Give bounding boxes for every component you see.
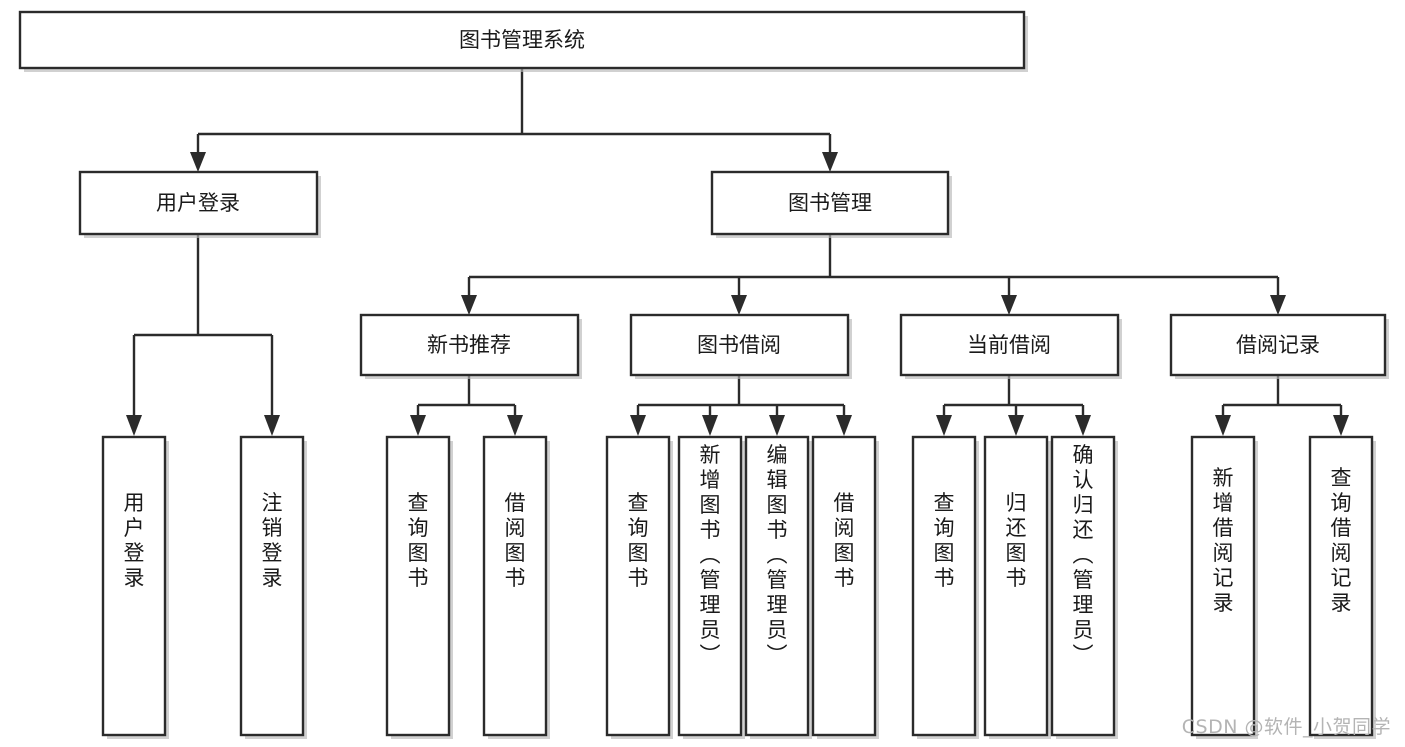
connector-userlogin-to-leaves (126, 234, 280, 436)
connector-root-to-level2 (190, 68, 838, 172)
node-label-borrow-record: 借阅记录 (1236, 333, 1320, 357)
leaf-label: 新增图书︵管理员︶ (700, 443, 721, 667)
leaf-node[interactable]: 查询图书 (605, 435, 673, 739)
connector-newbook-to-leaves (410, 375, 523, 436)
leaf-node[interactable]: 用户登录 (101, 435, 169, 739)
leaf-label: 编辑图书︵管理员︶ (767, 443, 788, 667)
arrow-icon (936, 415, 952, 436)
leaf-node[interactable]: 查询图书 (911, 435, 979, 739)
arrow-icon (836, 415, 852, 436)
arrow-icon (1008, 415, 1024, 436)
node-rect (983, 435, 1049, 737)
connector-borrow-to-leaves (630, 375, 852, 436)
leaf-label: 借阅图书 (834, 491, 855, 590)
arrow-icon (410, 415, 426, 436)
arrow-icon (702, 415, 718, 436)
node-user-login[interactable]: 用户登录 (78, 170, 321, 238)
node-book-management[interactable]: 图书管理 (710, 170, 952, 238)
leaf-label: 借阅图书 (505, 491, 526, 590)
node-root-system[interactable]: 图书管理系统 (18, 10, 1028, 72)
node-label-current-borrow: 当前借阅 (967, 333, 1051, 357)
leaf-node[interactable]: 新增图书︵管理员︶ (677, 435, 745, 739)
node-label-new-book-recommend: 新书推荐 (427, 333, 511, 357)
node-rect (101, 435, 167, 737)
connector-record-to-leaves (1215, 375, 1349, 436)
leaf-label: 注销登录 (262, 491, 283, 590)
arrow-icon (731, 295, 747, 315)
node-rect (710, 170, 950, 236)
connector-layer (126, 68, 1349, 436)
arrow-icon (1270, 295, 1286, 315)
node-rect (605, 435, 671, 737)
arrow-icon (264, 415, 280, 436)
node-current-borrow[interactable]: 当前借阅 (899, 313, 1122, 379)
arrow-icon (822, 152, 838, 172)
leaf-label: 查询图书 (408, 491, 429, 590)
leaf-node[interactable]: 编辑图书︵管理员︶ (744, 435, 812, 739)
arrow-icon (1215, 415, 1231, 436)
leaf-node[interactable]: 注销登录 (239, 435, 307, 739)
leaf-label: 新增借阅记录 (1213, 466, 1234, 615)
leaf-node[interactable]: 新增借阅记录 (1190, 435, 1258, 739)
arrow-icon (1075, 415, 1091, 436)
arrow-icon (461, 295, 477, 315)
node-rect (629, 313, 850, 377)
leaf-node[interactable]: 归还图书 (983, 435, 1051, 739)
leaf-node[interactable]: 借阅图书 (811, 435, 879, 739)
leaf-node[interactable]: 借阅图书 (482, 435, 550, 739)
arrow-icon (630, 415, 646, 436)
leaf-label: 确认归还︵管理员︶ (1073, 443, 1094, 667)
node-rect (899, 313, 1120, 377)
node-new-book-recommend[interactable]: 新书推荐 (359, 313, 582, 379)
leaf-node[interactable]: 查询图书 (385, 435, 453, 739)
node-label-root: 图书管理系统 (459, 28, 585, 52)
leaf-node[interactable]: 查询借阅记录 (1308, 435, 1376, 739)
node-rect (482, 435, 548, 737)
arrow-icon (190, 152, 206, 172)
arrow-icon (769, 415, 785, 436)
leaf-label: 归还图书 (1006, 491, 1027, 590)
arrow-icon (507, 415, 523, 436)
node-rect (811, 435, 877, 737)
node-label-user-login: 用户登录 (156, 191, 240, 215)
node-label-book-borrow: 图书借阅 (697, 333, 781, 357)
node-rect (359, 313, 580, 377)
arrow-icon (126, 415, 142, 436)
node-rect (78, 170, 319, 236)
node-rect (18, 10, 1026, 70)
connector-current-to-leaves (936, 375, 1091, 436)
node-rect (677, 435, 743, 737)
leaf-label: 用户登录 (124, 491, 145, 590)
csdn-watermark: CSDN @软件_小贺同学 (1181, 716, 1391, 738)
node-rect (1050, 435, 1116, 737)
node-label-book-management: 图书管理 (788, 191, 872, 215)
node-book-borrow[interactable]: 图书借阅 (629, 313, 852, 379)
arrow-icon (1001, 295, 1017, 315)
node-rect (1308, 435, 1374, 737)
leaf-label: 查询图书 (628, 491, 649, 590)
node-rect (385, 435, 451, 737)
leaf-node[interactable]: 确认归还︵管理员︶ (1050, 435, 1118, 739)
leaf-label: 查询借阅记录 (1331, 466, 1352, 615)
connector-bookmgmt-to-level3 (461, 234, 1286, 315)
node-rect (1190, 435, 1256, 737)
node-rect (239, 435, 305, 737)
node-rect (1169, 313, 1387, 377)
node-rect (911, 435, 977, 737)
node-borrow-record[interactable]: 借阅记录 (1169, 313, 1389, 379)
node-rect (744, 435, 810, 737)
arrow-icon (1333, 415, 1349, 436)
leaf-label: 查询图书 (934, 491, 955, 590)
